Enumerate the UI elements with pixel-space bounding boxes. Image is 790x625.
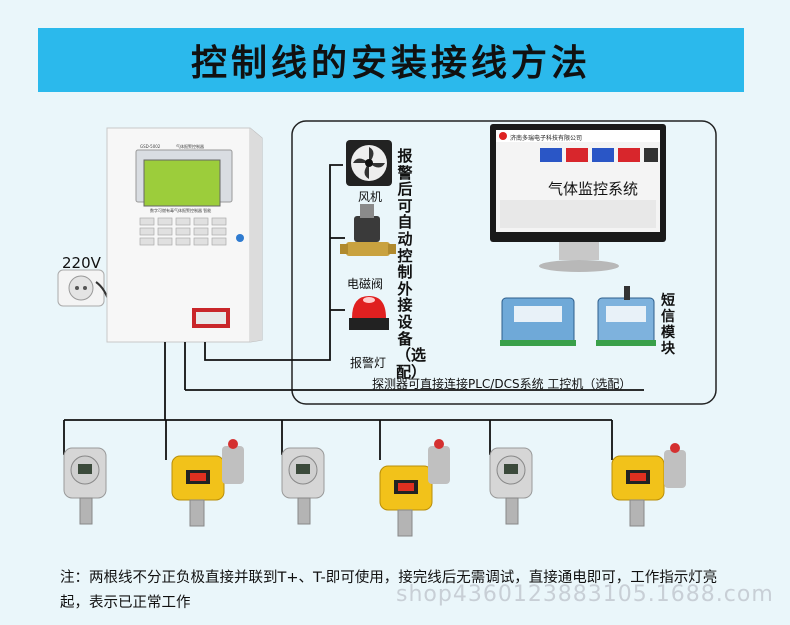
detector-yellow-3	[611, 443, 686, 527]
power-socket	[57, 269, 105, 307]
detector-yellow-2	[379, 439, 450, 537]
watermark: shop4360123883105.1688.com	[396, 582, 774, 607]
lamp-label: 报警灯	[350, 356, 387, 370]
keypad	[139, 217, 227, 246]
valve-label: 电磁阀	[347, 277, 384, 291]
vertical-auto-control-note: 报警后可自动控制外接设备（选配）	[396, 147, 427, 381]
detector-yellow-1	[171, 439, 244, 527]
detector-grey-1	[63, 447, 107, 525]
solenoid-valve-icon	[340, 204, 396, 256]
computer-monitor	[490, 124, 666, 272]
installation-note: 注：两根线不分正负极直接并联到T+、T-即可使用，接完线后无需调试，直接通电即可…	[60, 570, 718, 611]
panel-header-left: GSD-5002	[140, 144, 161, 149]
optional-devices-box	[291, 120, 717, 405]
monitor-company: 济南多瑞电子科技有限公司	[510, 135, 583, 142]
title-banner: 控制线的安装接线方法	[38, 28, 744, 92]
panel-header-right: 气体报警控制器	[176, 144, 204, 149]
controller-cabinet	[106, 127, 263, 343]
detector-grey-3	[489, 447, 533, 525]
plc-caption: 探测器可直接连接PLC/DCS系统 工控机（选配）	[372, 377, 632, 391]
power-voltage-label: 220V	[62, 254, 101, 272]
monitor-system-name: 气体监控系统	[548, 180, 639, 198]
fan-label: 风机	[358, 190, 383, 204]
protocol-converter	[500, 297, 576, 346]
page-title: 控制线的安装接线方法	[190, 43, 591, 84]
sms-module-label: 短信模块	[661, 293, 675, 357]
wires	[63, 164, 644, 460]
panel-footer-text: 数字可燃有毒气体报警控制器 智能	[150, 208, 212, 213]
detector-grey-2	[281, 447, 325, 525]
fan-icon	[346, 140, 392, 186]
alarm-lamp-icon	[349, 296, 389, 330]
sms-module	[596, 286, 656, 346]
